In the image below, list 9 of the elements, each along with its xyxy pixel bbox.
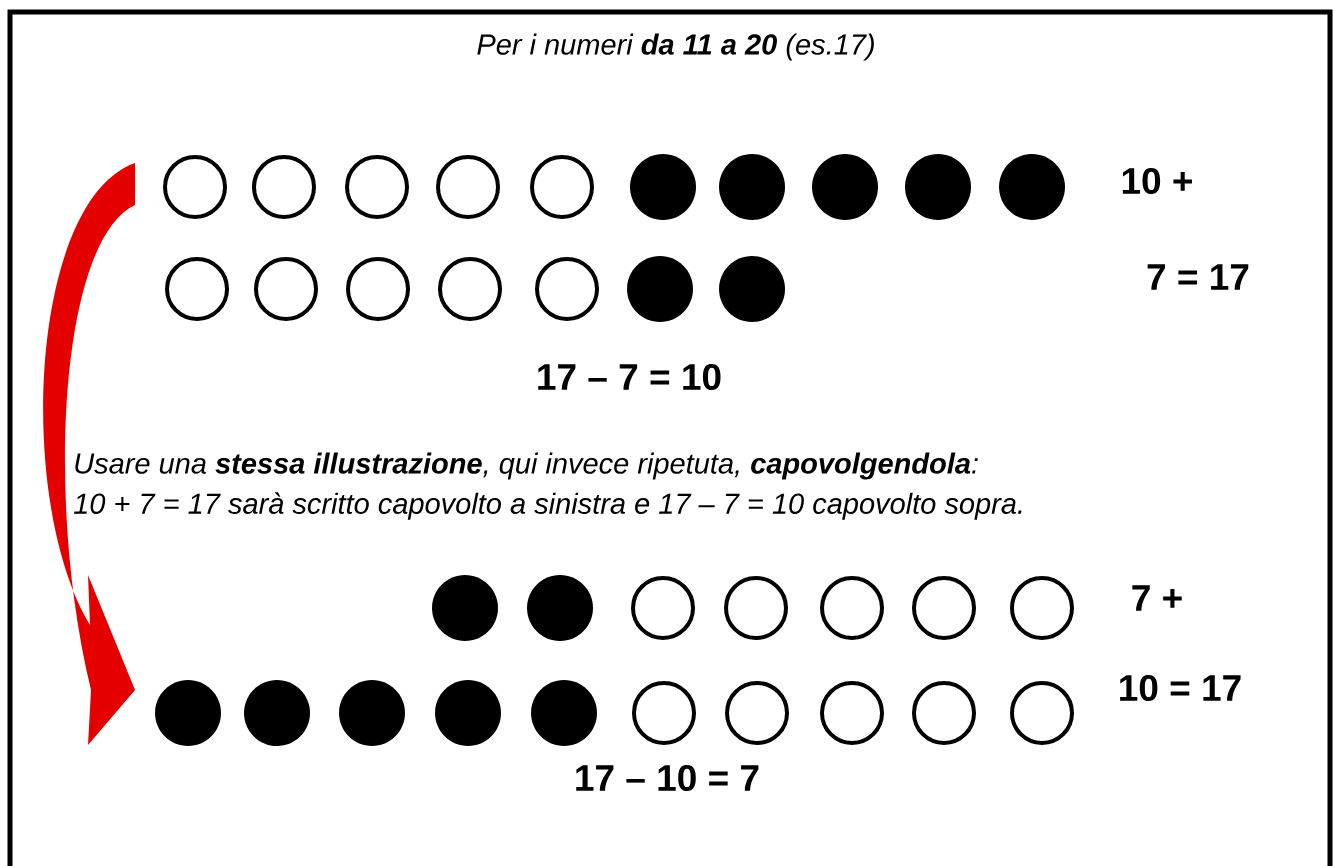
instruction-text: 10 + 7 = 17 sarà scritto capovolto a sinistra e 17 – 7 = 10 capovolto sopra. (73, 492, 1022, 520)
equation-label: 10 = 17 (1120, 674, 1241, 702)
equation-label: 7 = 17 (1147, 264, 1249, 290)
instruction-text: Usare una stessa illustrazione, qui invece ripetuta, capovolgendola: (75, 452, 978, 480)
equation-label: 7 + (1132, 585, 1182, 611)
title: Per i numeri da 11 a 20 (es.17) (477, 33, 874, 61)
equation-label: 10 + (1122, 167, 1192, 195)
equation-label: 17 – 7 = 10 (538, 363, 721, 391)
equation-label: 17 – 10 = 7 (576, 764, 759, 792)
